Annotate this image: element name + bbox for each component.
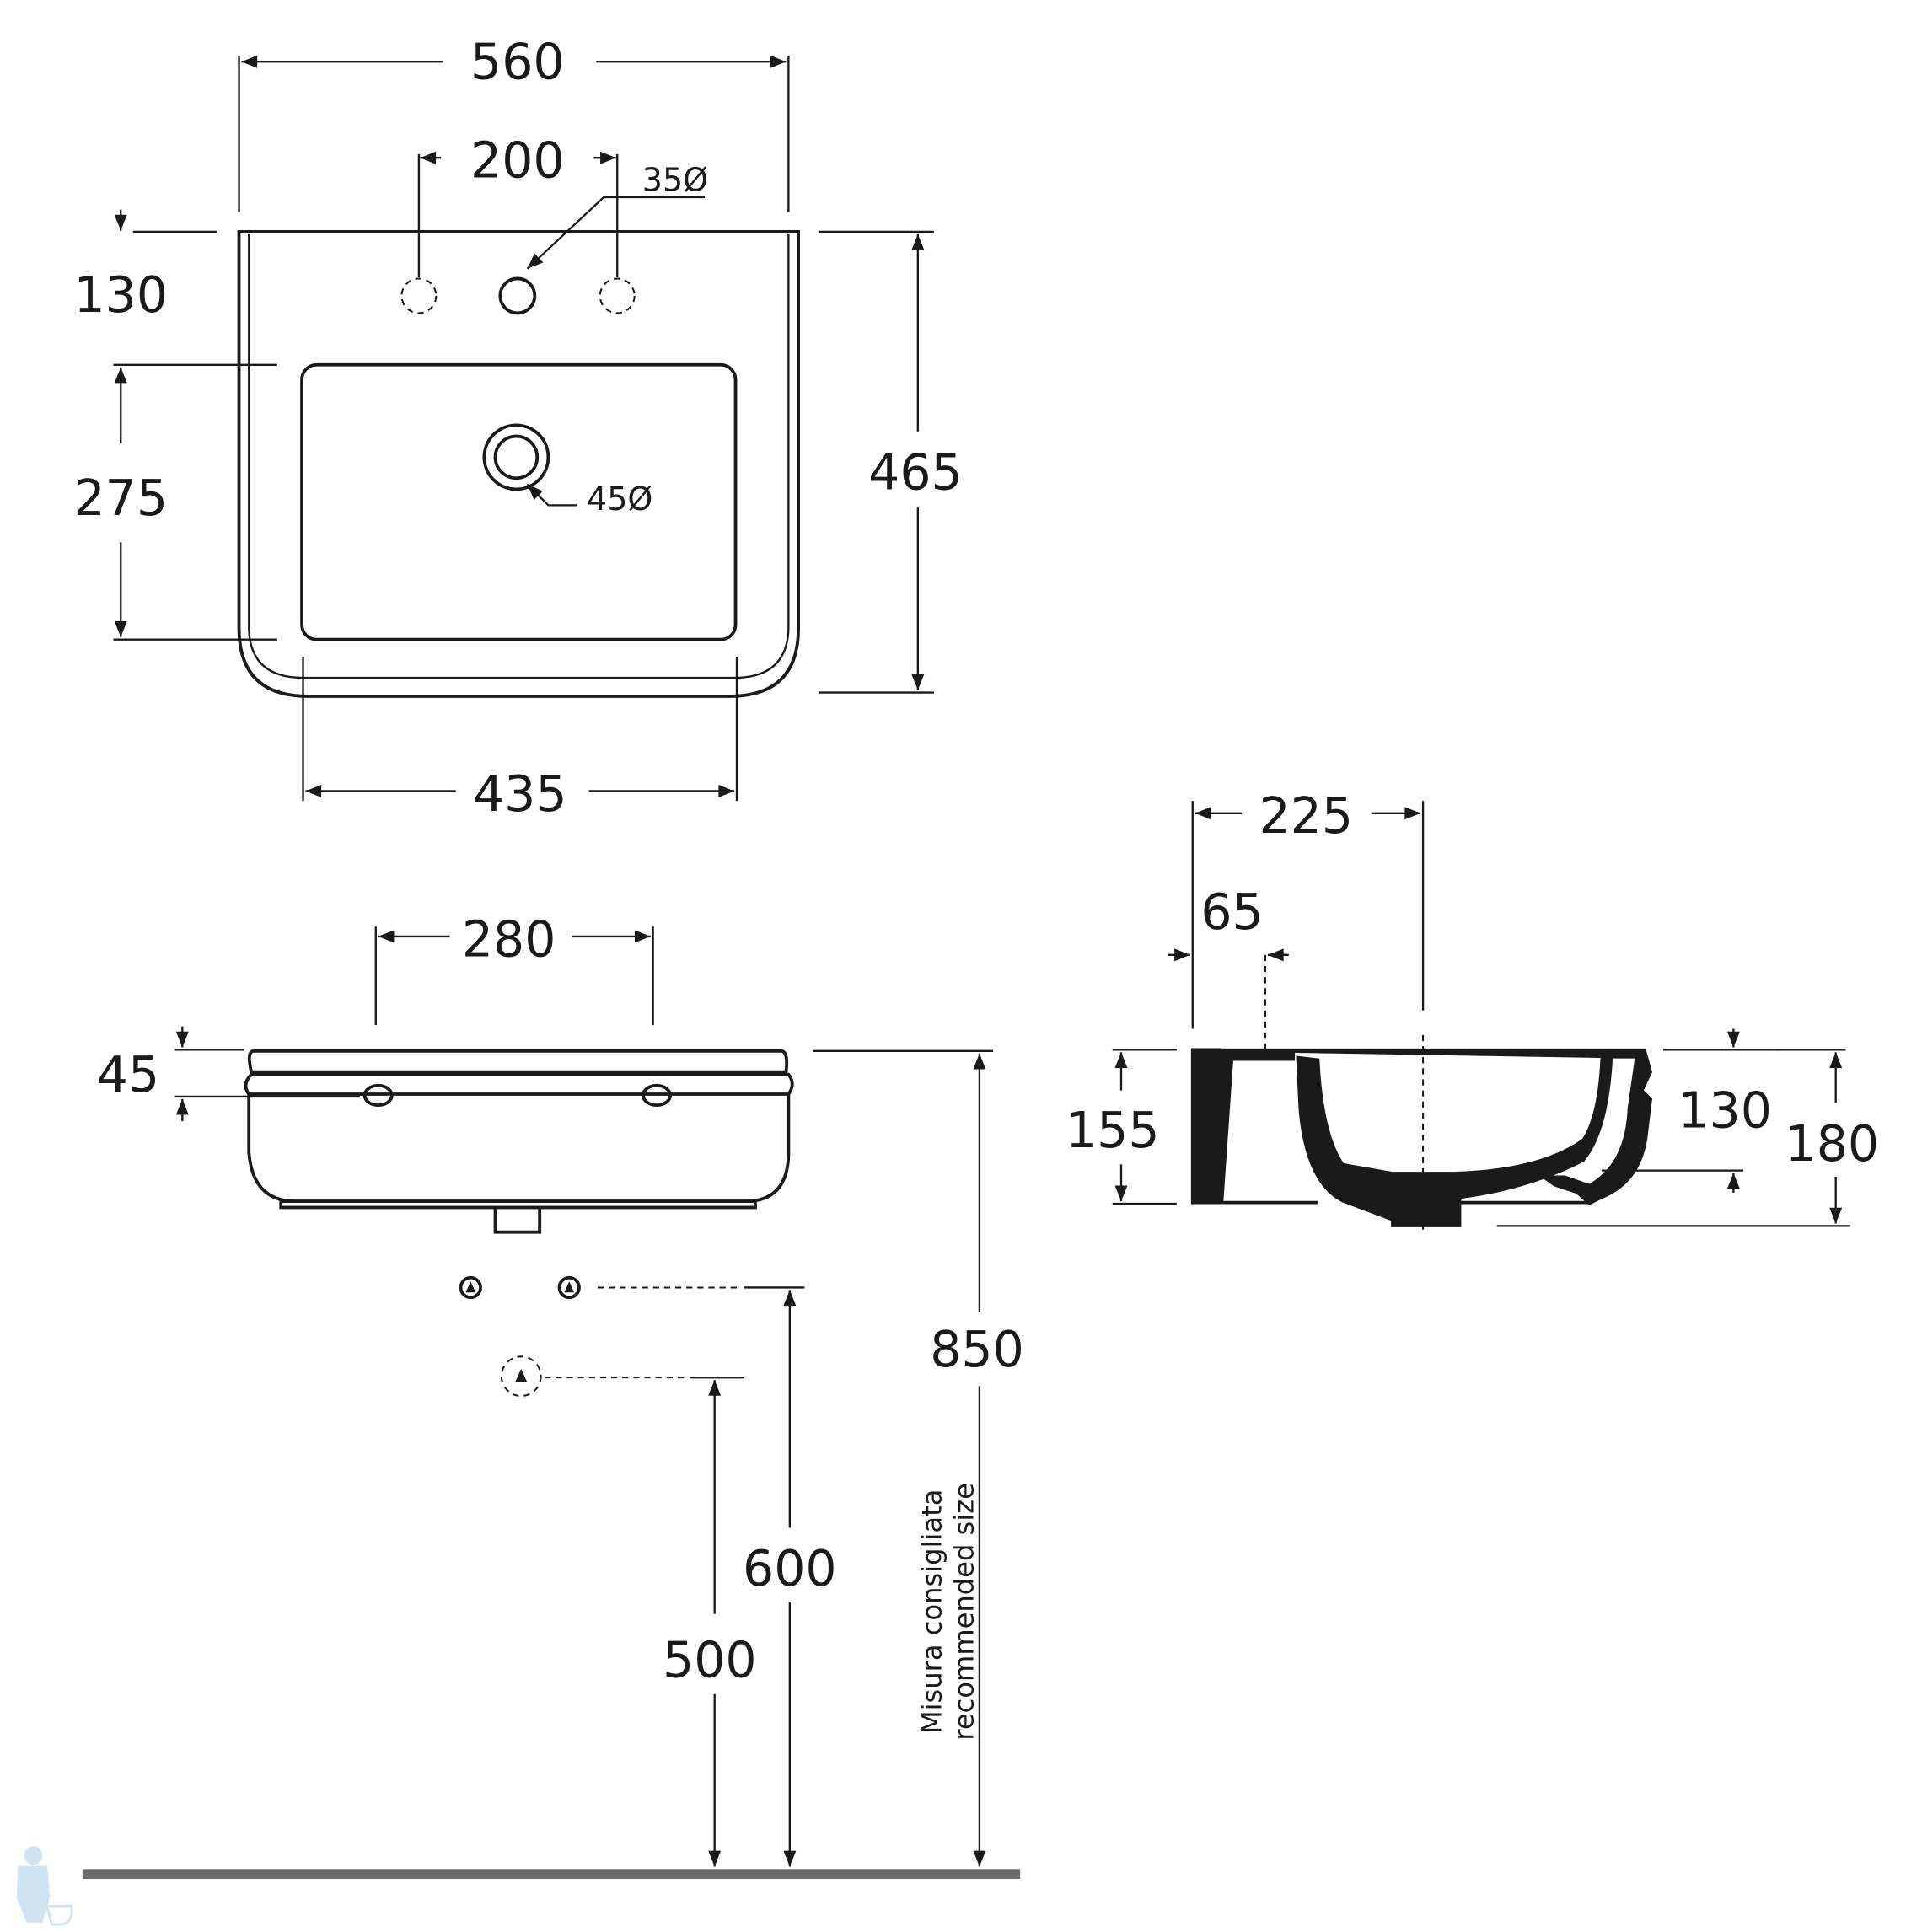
dim-65: 65 [1200, 883, 1263, 941]
tap-hole [498, 276, 537, 315]
supply-point-right [557, 1275, 581, 1300]
dim-45-diameter: 45Ø [587, 480, 652, 518]
top-view: 560 200 35Ø 130 275 465 45Ø 435 [73, 34, 962, 823]
dim-155: 155 [1066, 1102, 1160, 1159]
floor-line [82, 1869, 1021, 1879]
dim-130: 130 [73, 266, 168, 324]
front-rim-band [244, 1072, 794, 1096]
dim-130: 130 [1678, 1081, 1772, 1139]
dim-225: 225 [1259, 787, 1353, 845]
front-rim [247, 1049, 789, 1074]
dim-200: 200 [470, 132, 565, 190]
front-base [279, 1199, 757, 1210]
optional-tap-hole-right [599, 277, 636, 314]
dim-275: 275 [73, 470, 168, 527]
dim-500: 500 [663, 1631, 757, 1688]
dim-600: 600 [743, 1540, 837, 1597]
dim-435: 435 [473, 765, 567, 823]
front-view: 280 45 850 600 500 Misura [82, 910, 1024, 1879]
basin-outline [237, 230, 800, 698]
waste-point [500, 1355, 542, 1398]
plumber-logo [16, 1846, 73, 1926]
overflow-right [642, 1083, 672, 1108]
supply-point-left [459, 1275, 482, 1300]
dim-560: 560 [470, 34, 565, 91]
optional-tap-hole-left [400, 277, 438, 314]
dim-180: 180 [1785, 1115, 1880, 1173]
dim-280: 280 [462, 910, 556, 968]
note-italian: Misura consigliata [916, 1489, 948, 1735]
overflow-left [362, 1083, 394, 1108]
dim-465: 465 [868, 443, 963, 501]
basin-inner-edge [248, 233, 790, 679]
side-view: 225 65 155 130 180 [1066, 787, 1879, 1232]
front-body [247, 1094, 791, 1204]
dim-850: 850 [930, 1321, 1024, 1378]
side-section [1191, 1048, 1653, 1227]
drain-inner [493, 434, 540, 480]
note-english: recommended size [948, 1483, 980, 1741]
dim-45: 45 [97, 1046, 159, 1103]
waste-outlet [493, 1207, 542, 1234]
drain-outer [482, 423, 550, 491]
dim-35-diameter: 35Ø [642, 162, 708, 199]
bowl-outline [300, 362, 738, 641]
